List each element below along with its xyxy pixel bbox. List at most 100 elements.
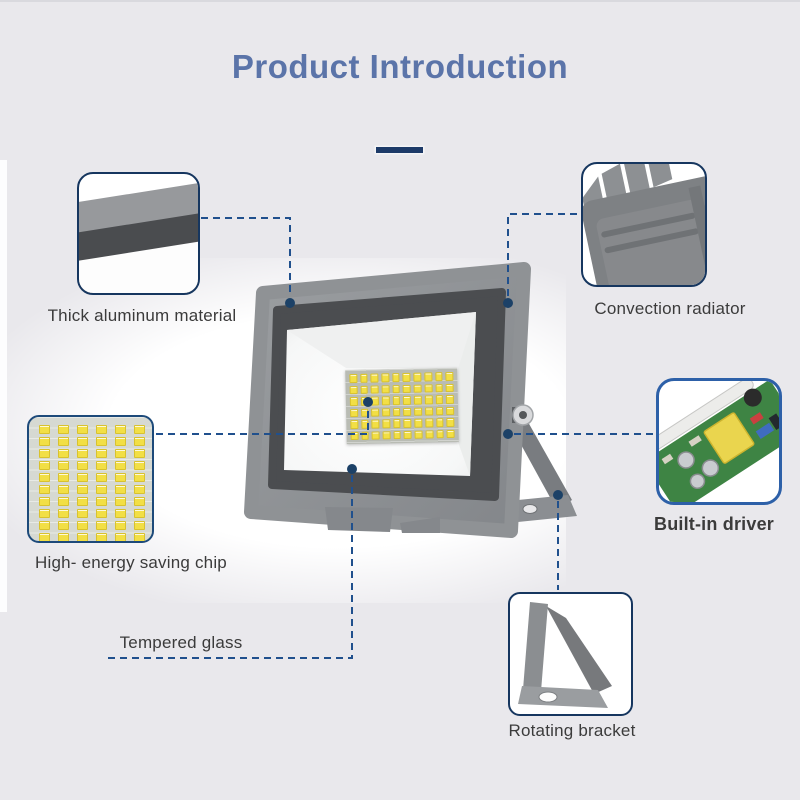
led-chip (39, 425, 50, 434)
led-chip (425, 429, 434, 439)
led-chip (39, 509, 50, 518)
led-chip (403, 418, 412, 428)
led-chip (77, 437, 88, 446)
led-chip (39, 497, 50, 506)
led-chip (446, 417, 455, 427)
led-chip (349, 373, 358, 383)
led-chip (435, 383, 444, 393)
led-chip (382, 430, 391, 440)
led-chip (77, 533, 88, 541)
led-chip (96, 473, 107, 482)
led-chip (115, 449, 126, 458)
led-chip (393, 419, 401, 428)
led-chip (58, 437, 69, 446)
led-chip (58, 461, 69, 470)
led-chip (134, 485, 145, 494)
led-chip (446, 406, 455, 416)
led-chip (115, 497, 126, 506)
led-chip (77, 473, 88, 482)
housing-tab (400, 517, 440, 533)
housing-tab (325, 507, 393, 532)
bracket-detail-image (518, 602, 612, 708)
led-chip (435, 418, 444, 427)
led-chip (96, 533, 107, 541)
led-chip (382, 407, 391, 417)
led-chip (424, 395, 433, 405)
led-chip (414, 407, 423, 416)
led-chip (96, 509, 107, 518)
callout-aluminum (77, 172, 200, 295)
led-chip (58, 521, 69, 530)
led-chip (96, 425, 107, 434)
led-chip (360, 373, 368, 383)
page-title: Product Introduction (231, 48, 569, 86)
led-chip (96, 521, 107, 530)
led-chip (361, 431, 370, 440)
led-chip (39, 521, 50, 530)
feature-label-aluminum: Thick aluminum material (47, 306, 237, 325)
led-chip (115, 473, 126, 482)
led-chip (77, 521, 88, 530)
led-chip (381, 396, 390, 405)
led-chip (58, 473, 69, 482)
led-chip (134, 521, 145, 530)
led-chip (381, 384, 390, 394)
led-chip (413, 395, 422, 405)
led-chip (360, 408, 369, 417)
led-chip (39, 461, 50, 470)
led-chip (77, 509, 88, 518)
led-chip (403, 407, 412, 416)
feature-label-glass: Tempered glass (119, 633, 243, 652)
adjust-knob-screw (519, 411, 527, 419)
led-chip (382, 419, 391, 428)
led-chip (392, 373, 400, 382)
led-chip (115, 425, 126, 434)
driver-detail-image (659, 381, 779, 502)
led-chip (58, 425, 69, 434)
led-chip-grid (29, 417, 152, 541)
led-chip (39, 437, 50, 446)
led-chip (115, 521, 126, 530)
led-chip (413, 384, 422, 393)
led-chip (134, 533, 145, 541)
led-chip (445, 371, 454, 381)
led-chip (446, 394, 454, 404)
led-chip (371, 396, 380, 406)
led-chip (424, 372, 433, 382)
led-chip (58, 509, 69, 518)
led-chip (134, 449, 145, 458)
led-chip (115, 437, 126, 446)
led-chip (392, 396, 401, 405)
top-edge-shade (0, 0, 800, 2)
led-chip (134, 497, 145, 506)
led-chip (96, 497, 107, 506)
led-chip (424, 383, 433, 393)
led-chip (371, 430, 380, 440)
aluminum-detail-image (79, 175, 198, 293)
title-divider (376, 147, 423, 153)
led-chip (134, 461, 145, 470)
led-chip (96, 461, 107, 470)
led-chip (414, 430, 423, 439)
led-chip (134, 437, 145, 446)
led-chip (39, 533, 50, 541)
callout-bracket (508, 592, 633, 716)
reflector-shade (458, 312, 476, 476)
led-chip (349, 385, 358, 395)
led-chip (77, 449, 88, 458)
led-chip (115, 533, 126, 541)
led-chip (393, 430, 402, 440)
feature-label-chip: High- energy saving chip (35, 553, 227, 572)
led-chip (435, 395, 444, 404)
feature-label-radiator: Convection radiator (594, 299, 746, 318)
led-chip (425, 418, 434, 428)
led-chip (77, 497, 88, 506)
led-chip (39, 449, 50, 458)
led-chip (424, 406, 433, 416)
led-chip (96, 449, 107, 458)
led-chip (403, 395, 412, 405)
led-chip (39, 473, 50, 482)
led-chip (402, 372, 411, 382)
led-chip (436, 429, 444, 439)
reflector-shade (287, 312, 476, 368)
